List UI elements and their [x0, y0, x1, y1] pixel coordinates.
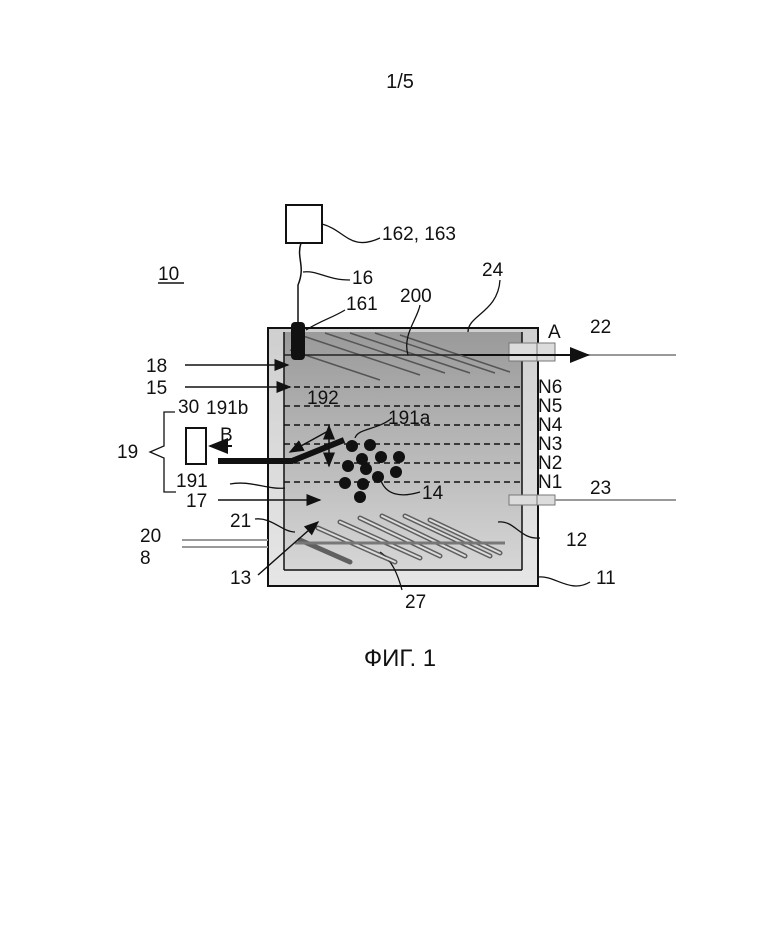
label-12: 12 [566, 530, 587, 551]
label-n3: N3 [538, 434, 562, 455]
outlet-22 [509, 343, 676, 361]
label-8: 8 [140, 548, 151, 569]
label-21: 21 [230, 511, 251, 532]
label-n5: N5 [538, 396, 562, 417]
label-191a: 191a [388, 408, 431, 429]
page-number: 1/5 [386, 71, 414, 93]
label-23: 23 [590, 478, 611, 499]
inlet-20 [182, 540, 268, 547]
label-192: 192 [307, 388, 339, 409]
sensor-161 [291, 322, 305, 360]
label-20: 20 [140, 526, 161, 547]
controller-box [286, 205, 322, 243]
label-10: 10 [158, 264, 179, 285]
box-30 [186, 428, 206, 464]
label-30: 30 [178, 397, 199, 418]
label-n4: N4 [538, 415, 563, 436]
label-n2: N2 [538, 453, 562, 474]
label-191b: 191b [206, 398, 248, 419]
label-161: 161 [346, 294, 378, 315]
label-n6: N6 [538, 377, 562, 398]
label-14: 14 [422, 483, 444, 504]
label-15: 15 [146, 378, 167, 399]
label-191: 191 [176, 471, 208, 492]
label-11: 11 [596, 568, 616, 589]
label-13: 13 [230, 568, 251, 589]
label-n1: N1 [538, 472, 562, 493]
label-16: 16 [352, 268, 373, 289]
label-17: 17 [186, 491, 207, 512]
label-162-163: 162, 163 [382, 224, 456, 245]
figure-caption: ФИГ. 1 [364, 645, 436, 672]
label-a: A [548, 322, 561, 343]
label-24: 24 [482, 260, 504, 281]
label-19: 19 [117, 442, 138, 463]
label-27: 27 [405, 592, 426, 613]
label-200: 200 [400, 286, 432, 307]
label-18: 18 [146, 356, 167, 377]
bracket-19 [150, 412, 176, 492]
label-22: 22 [590, 317, 611, 338]
label-b: B [220, 425, 233, 446]
